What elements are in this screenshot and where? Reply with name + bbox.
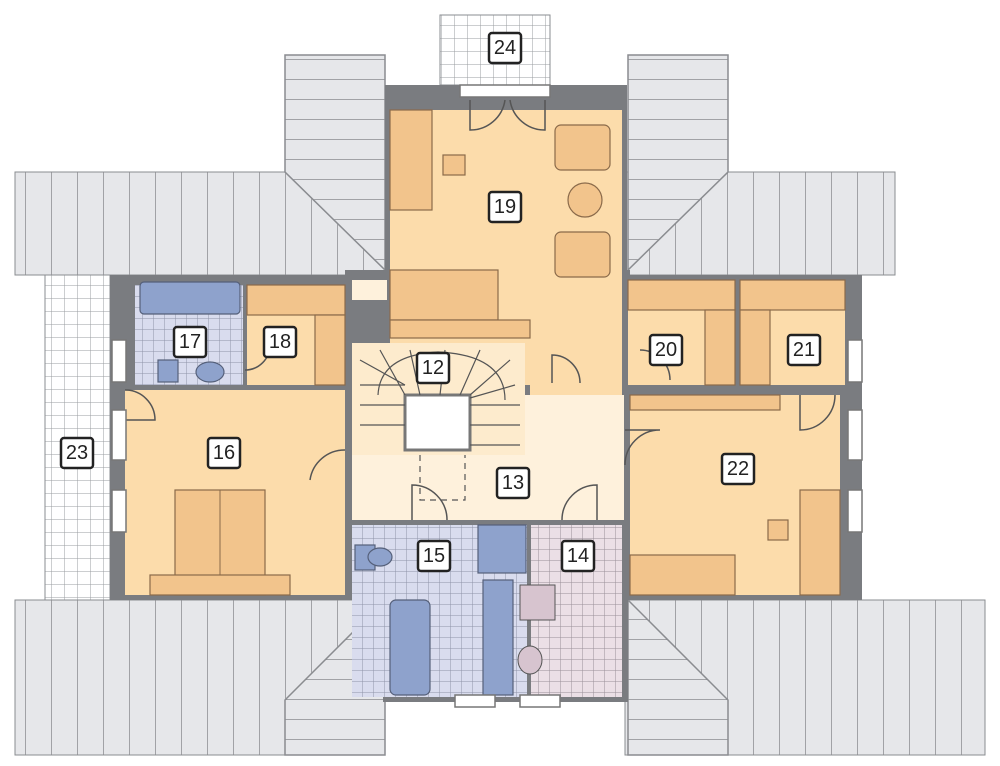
room-number: 22: [727, 458, 749, 480]
room-number: 20: [655, 339, 677, 361]
label-17: 17: [172, 325, 208, 359]
room-number: 12: [422, 357, 444, 379]
label-22: 22: [720, 452, 756, 486]
room-number: 14: [567, 545, 589, 567]
room-number: 19: [494, 196, 516, 218]
label-19: 19: [487, 190, 523, 224]
furniture: [149, 109, 846, 596]
label-13: 13: [495, 466, 531, 500]
room-number: 16: [213, 442, 235, 464]
bathtub-icon: [389, 599, 431, 696]
label-16: 16: [206, 436, 242, 470]
roof: [14, 54, 986, 756]
room-labels: 24 19 17 18 12 20 21 16 23 22 13 15 14: [59, 31, 822, 573]
toilet-icon: [157, 359, 179, 383]
dormer-roof-top-right: [627, 54, 729, 272]
shower-icon: [477, 524, 527, 574]
label-21: 21: [786, 333, 822, 367]
room-number: 21: [793, 339, 815, 361]
chair-icon: [442, 154, 466, 176]
room-number: 17: [179, 331, 201, 353]
staircase: [359, 349, 520, 501]
room-number: 13: [502, 472, 524, 494]
room-number: 24: [494, 37, 516, 59]
doors: [124, 99, 836, 521]
room-number: 18: [269, 331, 291, 353]
sink-icon: [195, 361, 225, 383]
room-number: 15: [423, 545, 445, 567]
bed-icon: [629, 554, 736, 596]
label-23: 23: [59, 436, 95, 470]
windows: [111, 84, 863, 708]
chair-icon: [767, 519, 789, 541]
label-24: 24: [487, 31, 523, 65]
table-icon: [567, 182, 603, 218]
label-15: 15: [416, 539, 452, 573]
double-sink-icon: [482, 579, 514, 696]
fixtures: [139, 281, 556, 696]
toilet-icon: [517, 645, 543, 675]
armchair-icon: [554, 231, 611, 278]
armchair-icon: [554, 124, 611, 171]
label-12: 12: [415, 351, 451, 385]
label-14: 14: [560, 539, 596, 573]
label-18: 18: [262, 325, 298, 359]
room-number: 23: [66, 442, 88, 464]
label-20: 20: [648, 333, 684, 367]
cabinet-icon: [519, 584, 556, 621]
bathtub-icon: [139, 281, 241, 315]
dormer-roof-bottom-right: [627, 598, 729, 756]
